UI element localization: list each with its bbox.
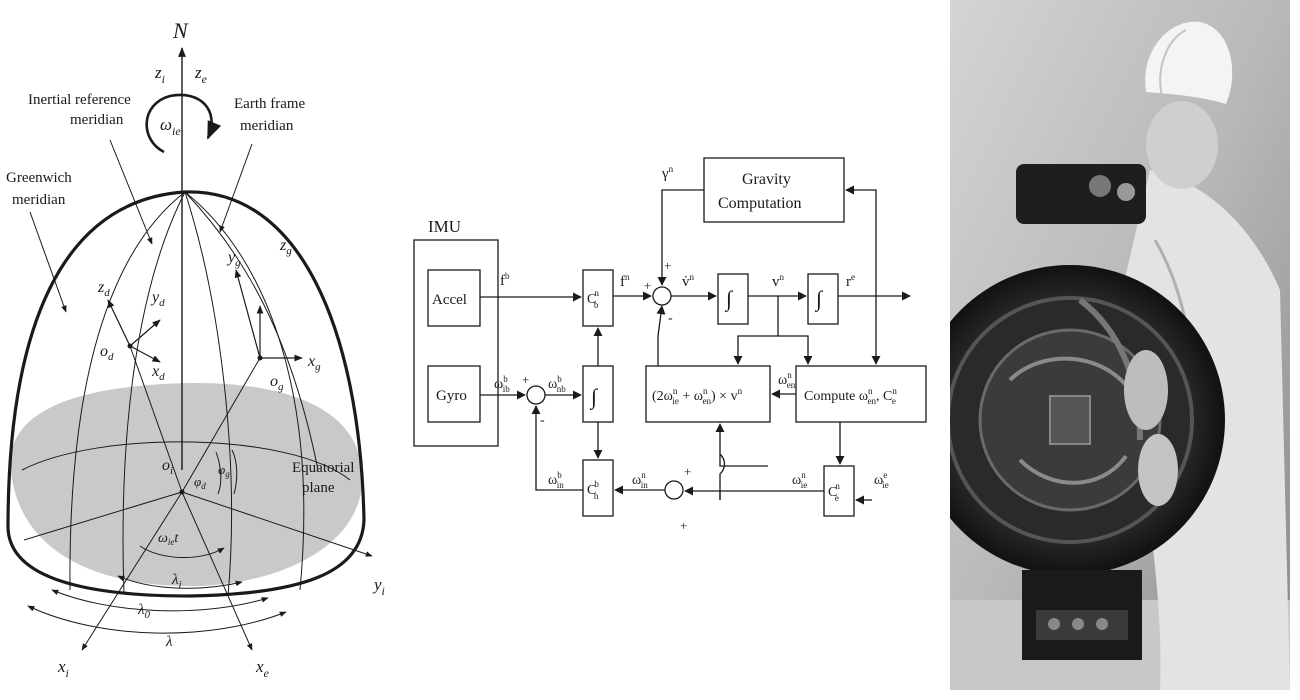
lambda-i-label: λi	[171, 572, 182, 591]
earth-frames-diagram: N zi ze ωie Inertial reference meridian …	[6, 18, 385, 680]
equator-rays	[23, 345, 373, 651]
gyro-block	[427, 365, 481, 423]
greenwich-meridian-label: Greenwich meridian	[6, 170, 76, 208]
phi-d-label: φd	[194, 474, 206, 491]
lambda-0-label: λ0	[137, 602, 151, 621]
integrator-position	[807, 273, 839, 325]
integrator-velocity	[717, 273, 749, 325]
v-n-label: vn	[772, 272, 785, 290]
zi-label: zi	[154, 63, 165, 86]
gamma-label: γn	[661, 164, 674, 182]
yg-label: yg	[226, 249, 241, 269]
xg-label: xg	[307, 353, 321, 373]
sign-plus-gravity: +	[664, 258, 671, 273]
integrator-velocity-label: ∫	[724, 286, 734, 312]
f-b-label: fb	[500, 271, 510, 289]
rotation-arrow	[145, 93, 222, 154]
zg-label: zg	[279, 237, 292, 257]
inertial-reference-meridian-label: Inertial reference meridian	[28, 92, 135, 128]
accel-label: Accel	[432, 292, 467, 308]
sum-rate	[664, 480, 684, 500]
imu-label: IMU	[428, 217, 461, 236]
zd-label: zd	[97, 279, 110, 299]
oi-label: oi	[162, 457, 173, 477]
sign-plus-gyro: +	[522, 372, 529, 387]
gravity-label: Gravity Computation	[718, 171, 802, 212]
ins-photograph	[950, 0, 1290, 690]
earth-frame-meridian-label: Earth frame meridian	[234, 96, 309, 134]
sign-plus-rate-top: +	[684, 464, 691, 479]
xd-label: xd	[151, 363, 165, 383]
imu-box	[413, 239, 499, 447]
sign-minus-gyro: -	[540, 413, 545, 428]
accel-block	[427, 269, 481, 327]
technician-head	[1146, 101, 1218, 189]
cnb-block	[582, 459, 614, 517]
sign-minus-coriolis: -	[668, 311, 673, 326]
omega-ie-t-label: ωiet	[158, 531, 179, 547]
yi-label: yi	[372, 575, 385, 598]
coriolis-block	[645, 365, 771, 423]
technician-hand-right	[1138, 434, 1178, 506]
integrator-attitude-label: ∫	[589, 384, 599, 410]
integrator-attitude	[582, 365, 614, 423]
integrator-position-label: ∫	[814, 286, 824, 312]
sign-plus-fn: +	[644, 278, 651, 293]
north-label: N	[172, 18, 189, 43]
technician-hand-left	[1124, 350, 1168, 430]
ze-label: ze	[194, 63, 208, 86]
equatorial-plane-label: Equatorial plane	[292, 460, 358, 496]
sign-plus-rate-bottom: +	[680, 518, 687, 533]
lambda-label: λ	[165, 634, 173, 650]
earth-frame-callout	[219, 143, 253, 233]
f-n-label: fn	[620, 272, 630, 290]
phi-g-label: φg	[218, 462, 230, 479]
gyro-label: Gyro	[436, 388, 467, 404]
greenwich-callout	[29, 211, 67, 313]
longitude-arcs	[27, 575, 287, 634]
od-label: od	[100, 343, 114, 363]
sum-accel	[652, 286, 672, 306]
yd-label: yd	[150, 289, 165, 309]
omega-ie-label: ωie	[160, 115, 181, 138]
device-top	[1016, 164, 1146, 224]
r-e-label: re	[846, 272, 855, 290]
frame-g	[234, 269, 303, 362]
v-dot-label: v̇n	[682, 272, 695, 290]
inertial-callout	[109, 139, 153, 245]
cbn-block	[582, 269, 614, 327]
xi-label: xi	[57, 657, 69, 680]
technician-cap	[1145, 21, 1233, 104]
gravity-block	[703, 157, 845, 223]
device-knob-2	[1117, 183, 1135, 201]
xe-label: xe	[255, 657, 270, 680]
og-label: og	[270, 373, 284, 393]
origin-oi	[179, 489, 185, 495]
frame-d	[107, 299, 161, 363]
sum-gyro	[526, 385, 546, 405]
device-knob-1	[1089, 175, 1111, 197]
